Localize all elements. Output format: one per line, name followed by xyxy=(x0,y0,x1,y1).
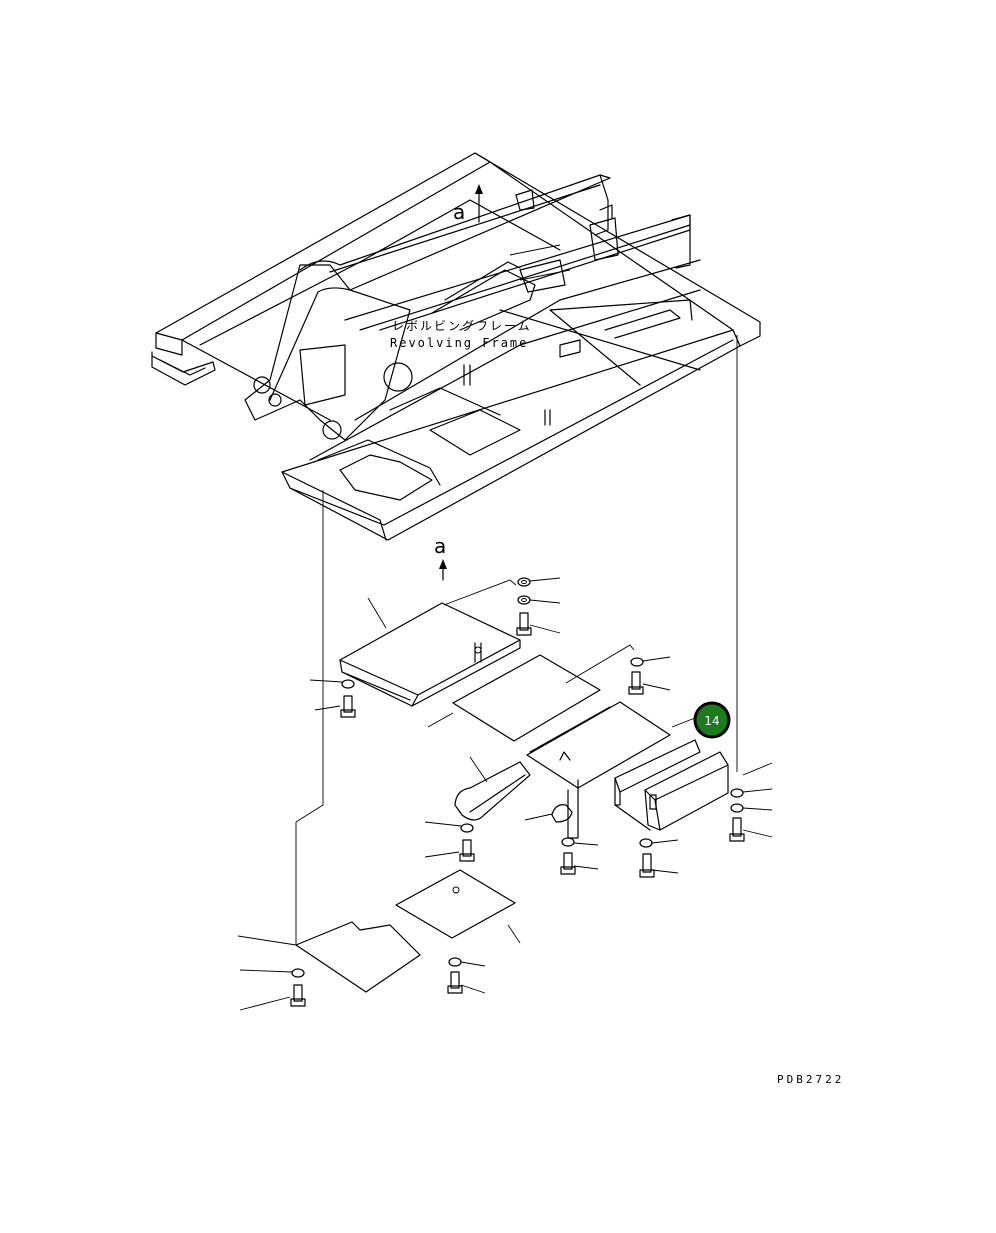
bolt-icon xyxy=(628,671,644,695)
bolt-icon xyxy=(560,852,576,875)
cover-plate-5 xyxy=(524,779,579,839)
callout-badge-circle xyxy=(693,701,731,739)
cover-plate-6 xyxy=(395,869,521,944)
washer-icon xyxy=(561,837,575,847)
cover-plate-2 xyxy=(427,644,635,742)
bolt-icon xyxy=(639,853,655,878)
view-arrow-top: a xyxy=(453,184,483,224)
arrow-label-bottom: a xyxy=(434,534,446,558)
callout-badge-14[interactable]: 14 xyxy=(693,701,731,739)
bolt-icon xyxy=(729,817,745,842)
tool-box xyxy=(614,739,729,831)
arrow-up-icon xyxy=(439,559,447,569)
drawing-code: PDB2722 xyxy=(777,1073,844,1086)
washer-icon xyxy=(341,679,355,689)
revolving-frame xyxy=(151,152,761,541)
cover-plate-3 xyxy=(526,701,696,789)
cover-plate-1 xyxy=(339,579,521,707)
bolt-icon xyxy=(340,695,356,718)
washer-icon xyxy=(517,577,531,587)
leader-lines xyxy=(239,577,773,1011)
bolt-icon xyxy=(516,612,532,636)
bolt-icon xyxy=(459,839,475,862)
fasteners xyxy=(290,577,745,1007)
frame-label-en: Revolving Frame xyxy=(390,336,528,350)
washer-icon xyxy=(517,595,531,605)
washer-icon xyxy=(460,823,474,833)
bolt-icon xyxy=(290,984,306,1007)
arrow-label-top: a xyxy=(453,200,465,224)
callout-badge-number: 14 xyxy=(704,714,719,728)
washer-icon xyxy=(639,838,653,848)
washer-icon xyxy=(630,657,644,667)
cover-plate-4 xyxy=(454,756,531,821)
reference-lines xyxy=(295,335,738,945)
bolt-icon xyxy=(447,971,463,994)
washer-icon xyxy=(448,957,462,967)
view-arrow-bottom: a xyxy=(434,534,447,581)
washer-icon xyxy=(730,803,744,813)
washer-icon xyxy=(291,968,305,978)
cover-plate-7 xyxy=(237,921,421,993)
washer-icon xyxy=(730,788,744,798)
frame-label-jp: レボルビングフレーム xyxy=(392,319,532,333)
arrow-up-icon xyxy=(475,184,483,194)
